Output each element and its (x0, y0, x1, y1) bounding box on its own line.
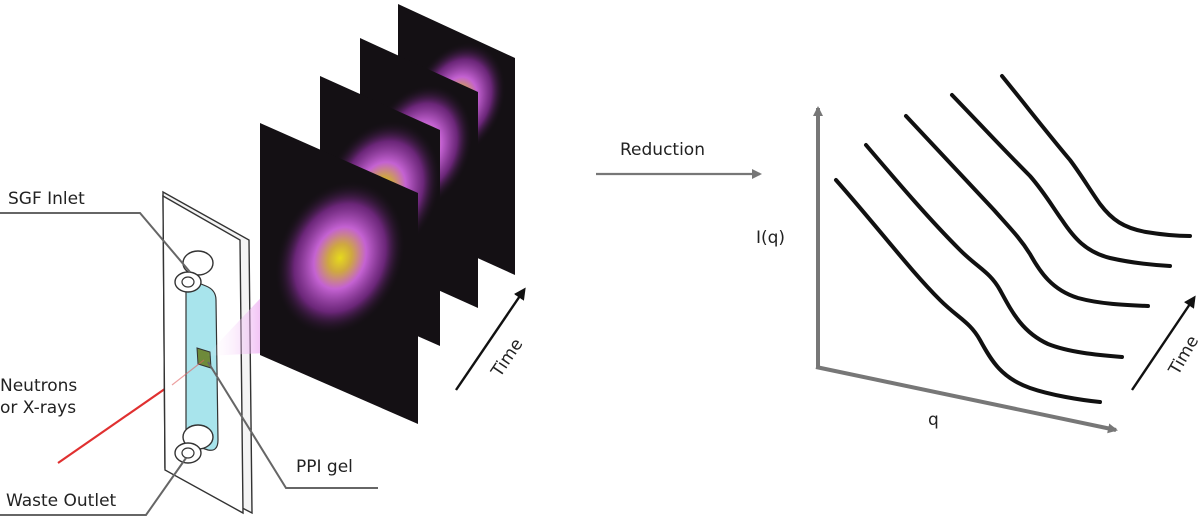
intensity-curve (1000, 74, 1192, 238)
detector-frame (260, 123, 418, 424)
xrays-label: or X-rays (0, 398, 76, 418)
intensity-curve (834, 178, 1102, 404)
beam-in-cell (171, 359, 205, 386)
time-label-frames: Time (487, 335, 527, 382)
flow-cell (162, 190, 253, 515)
y-axis-label: I(q) (756, 228, 785, 248)
ppi-gel-leader (207, 361, 378, 489)
time-label-plot: Time (1165, 332, 1200, 379)
x-axis-label: q (928, 410, 939, 430)
intensity-curve (864, 143, 1124, 359)
time-arrow-plot (1131, 295, 1196, 391)
waste-outlet-leader (0, 457, 187, 516)
time-arrow-frames (455, 287, 526, 391)
neutrons-label: Neutrons (0, 376, 77, 396)
intensity-plot: I(q) q Time (756, 74, 1200, 434)
intensity-curve (904, 114, 1150, 308)
intensity-curve (950, 93, 1172, 268)
sgf-inlet-label: SGF Inlet (8, 189, 85, 209)
outlet-port (174, 424, 214, 464)
reduction-label: Reduction (620, 140, 705, 160)
waste-outlet-label: Waste Outlet (6, 491, 117, 511)
sgf-inlet-leader (0, 212, 191, 273)
x-axis (815, 365, 1118, 434)
ppi-gel-label: PPI gel (296, 457, 353, 477)
